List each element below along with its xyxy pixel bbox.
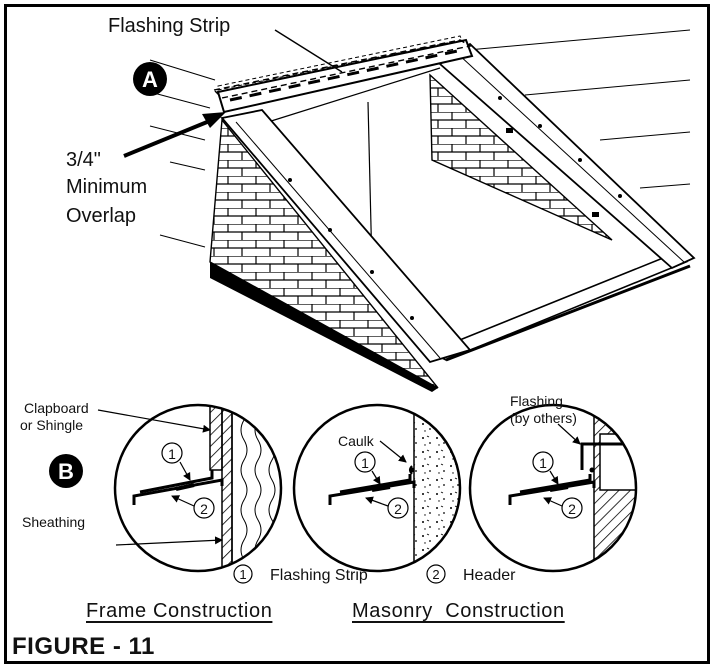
masonry-callout-2: 2 bbox=[394, 501, 402, 517]
left-rafter bbox=[220, 109, 472, 364]
right-brick-wall bbox=[429, 73, 613, 241]
flashing-strip-outline bbox=[212, 39, 472, 99]
siding-lines bbox=[149, 29, 691, 248]
legend: 1 Flashing Strip 2 Header bbox=[233, 564, 516, 584]
frame-callout-2: 2 bbox=[200, 501, 208, 517]
legend-number-1-circle bbox=[233, 564, 253, 584]
wall-base bbox=[210, 262, 438, 392]
sheathing-label: Sheathing bbox=[22, 514, 85, 530]
frame-callout-1: 1 bbox=[168, 446, 176, 462]
overlap-label-line1: 3/4" bbox=[66, 149, 101, 171]
svg-text:A: A bbox=[142, 67, 158, 92]
caulk-label: Caulk bbox=[338, 433, 375, 449]
skylight-illustration bbox=[149, 29, 696, 392]
badge-a: A bbox=[133, 62, 167, 96]
flashing-strip-label: Flashing Strip bbox=[108, 15, 230, 37]
flashing-callout-2: 2 bbox=[568, 501, 576, 517]
legend-number-1: 1 bbox=[239, 567, 246, 582]
legend-label-header: Header bbox=[463, 567, 516, 584]
detail-masonry-flashing: 1 2 Flashing (by others) bbox=[468, 393, 638, 573]
flashing-callout-1: 1 bbox=[539, 455, 547, 471]
left-brick-wall bbox=[209, 118, 439, 389]
badge-b: B bbox=[49, 454, 83, 488]
svg-text:B: B bbox=[58, 459, 74, 484]
detail-masonry-caulk: 1 2 Caulk bbox=[292, 403, 462, 573]
clapboard-label-line1: Clapboard bbox=[24, 400, 89, 416]
frame-construction-heading: Frame Construction bbox=[86, 600, 273, 622]
figure-border bbox=[4, 4, 710, 664]
clapboard-label-line2: or Shingle bbox=[20, 417, 83, 433]
legend-number-2: 2 bbox=[432, 567, 439, 582]
figure-title: FIGURE - 11 bbox=[12, 633, 155, 660]
overlap-label-line3: Overlap bbox=[66, 205, 136, 227]
legend-number-2-circle bbox=[426, 564, 446, 584]
top-header bbox=[216, 38, 474, 114]
masonry-construction-heading: Masonry Construction bbox=[352, 600, 565, 622]
overlap-label-line2: Minimum bbox=[66, 176, 147, 198]
bottom-curb bbox=[428, 255, 689, 361]
flashing-others-label-line1: Flashing bbox=[510, 393, 563, 409]
overlap-arrow bbox=[123, 118, 213, 158]
detail-frame-construction: 1 2 bbox=[113, 403, 283, 573]
sheathing-leader bbox=[115, 536, 223, 546]
flashing-strip-leader bbox=[274, 29, 343, 73]
clapboard-leader bbox=[97, 409, 211, 433]
masonry-callout-1: 1 bbox=[361, 455, 369, 471]
legend-label-flashing-strip: Flashing Strip bbox=[270, 567, 368, 584]
flashing-others-label-line2: (by others) bbox=[510, 410, 577, 426]
